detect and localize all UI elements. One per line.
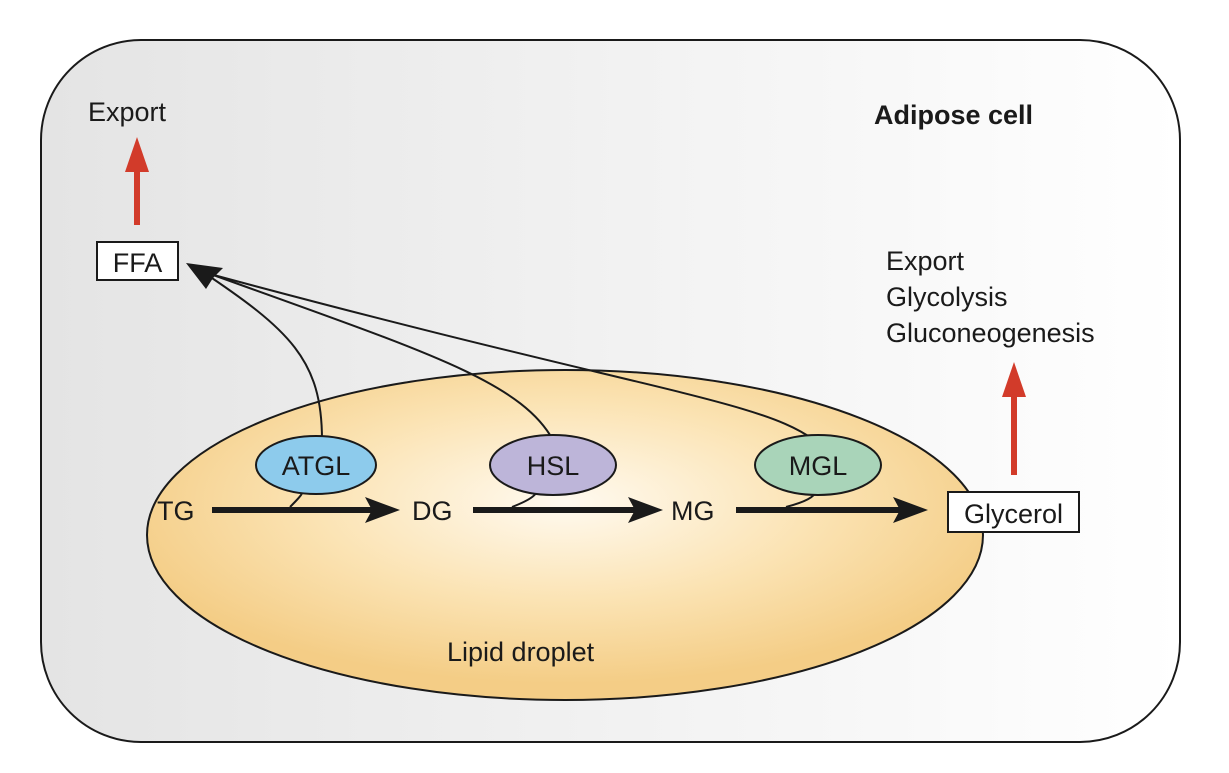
enzyme-hsl-label: HSL <box>527 451 580 481</box>
cell-title: Adipose cell <box>874 100 1033 130</box>
arrowhead-dg <box>365 497 400 523</box>
enzyme-hsl: HSL <box>489 434 617 496</box>
enzyme-mgl-label: MGL <box>789 451 848 481</box>
arrowhead-mg <box>628 497 663 523</box>
glycerol-fate-glycolysis: Glycolysis <box>886 282 1008 312</box>
substrate-mg: MG <box>671 496 715 526</box>
lipid-droplet-label: Lipid droplet <box>447 637 595 667</box>
ffa-curve-atgl <box>199 269 323 441</box>
ffa-curve-hsl <box>204 271 554 441</box>
substrate-dg: DG <box>412 496 453 526</box>
ffa-fate-label: Export <box>88 97 167 127</box>
ffa-export-arrowhead <box>125 137 149 172</box>
glycerol-box <box>947 491 1080 533</box>
arrowhead-glycerol <box>893 497 928 523</box>
enzyme-atgl-label: ATGL <box>282 451 351 481</box>
enzyme-mgl: MGL <box>754 434 882 496</box>
ffa-curve-mgl <box>209 273 815 441</box>
glycerol-export-arrowhead <box>1002 362 1026 397</box>
glycerol-fate-export: Export <box>886 246 965 276</box>
ffa-label: FFA <box>113 248 163 278</box>
substrate-tg: TG <box>157 496 195 526</box>
glycerol-label: Glycerol <box>964 499 1063 529</box>
glycerol-fate-gluconeogenesis: Gluconeogenesis <box>886 318 1095 348</box>
enzyme-atgl: ATGL <box>255 435 377 495</box>
ffa-box <box>96 241 179 281</box>
ffa-arrowhead <box>186 263 223 289</box>
